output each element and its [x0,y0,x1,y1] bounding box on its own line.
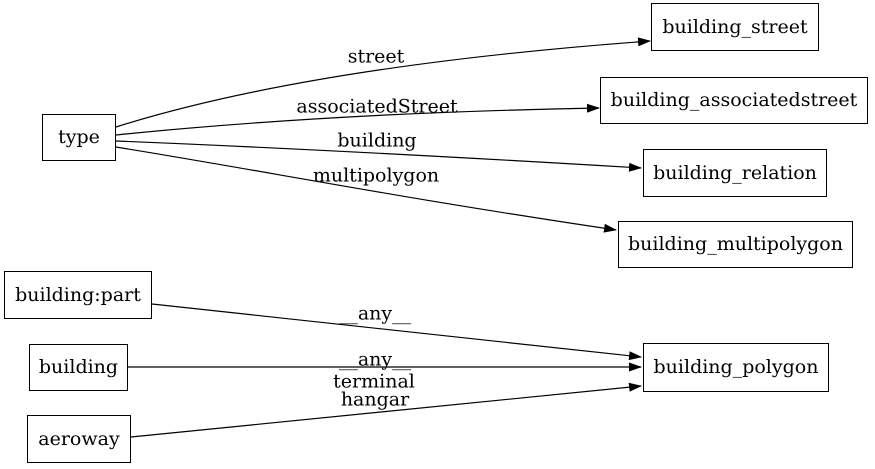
edge-label-any-building: __any__ [338,348,412,371]
node-building: building [29,344,128,391]
node-type: type [42,114,116,161]
node-building_part: building:part [4,271,152,319]
edge-label-hangar: hangar [340,388,410,411]
edge-label-terminal: terminal [333,370,415,393]
node-building_polygon: building_polygon [643,343,829,392]
node-building_multipolygon: building_multipolygon [618,221,853,268]
edge-label-multipolygon: multipolygon [312,164,440,187]
edge-building_part-building_polygon [151,303,642,361]
edge-type-building_street [115,37,651,128]
edge-label-street: street [347,45,405,68]
edge-label-building: building [337,129,417,152]
edge-type-building_associatedstreet [115,103,600,136]
edge-label-any-building-part: __any__ [338,302,412,325]
edge-type-building_multipolygon [115,146,617,233]
node-building_relation: building_relation [643,149,827,197]
node-building_street: building_street [651,3,819,51]
edge-aeroway-building_polygon [130,382,642,438]
edge-type-building_relation [115,140,642,172]
node-building_associatedstreet: building_associatedstreet [600,77,868,124]
node-aeroway: aeroway [27,415,131,463]
edge-label-associatedstreet: associatedStreet [296,95,458,118]
